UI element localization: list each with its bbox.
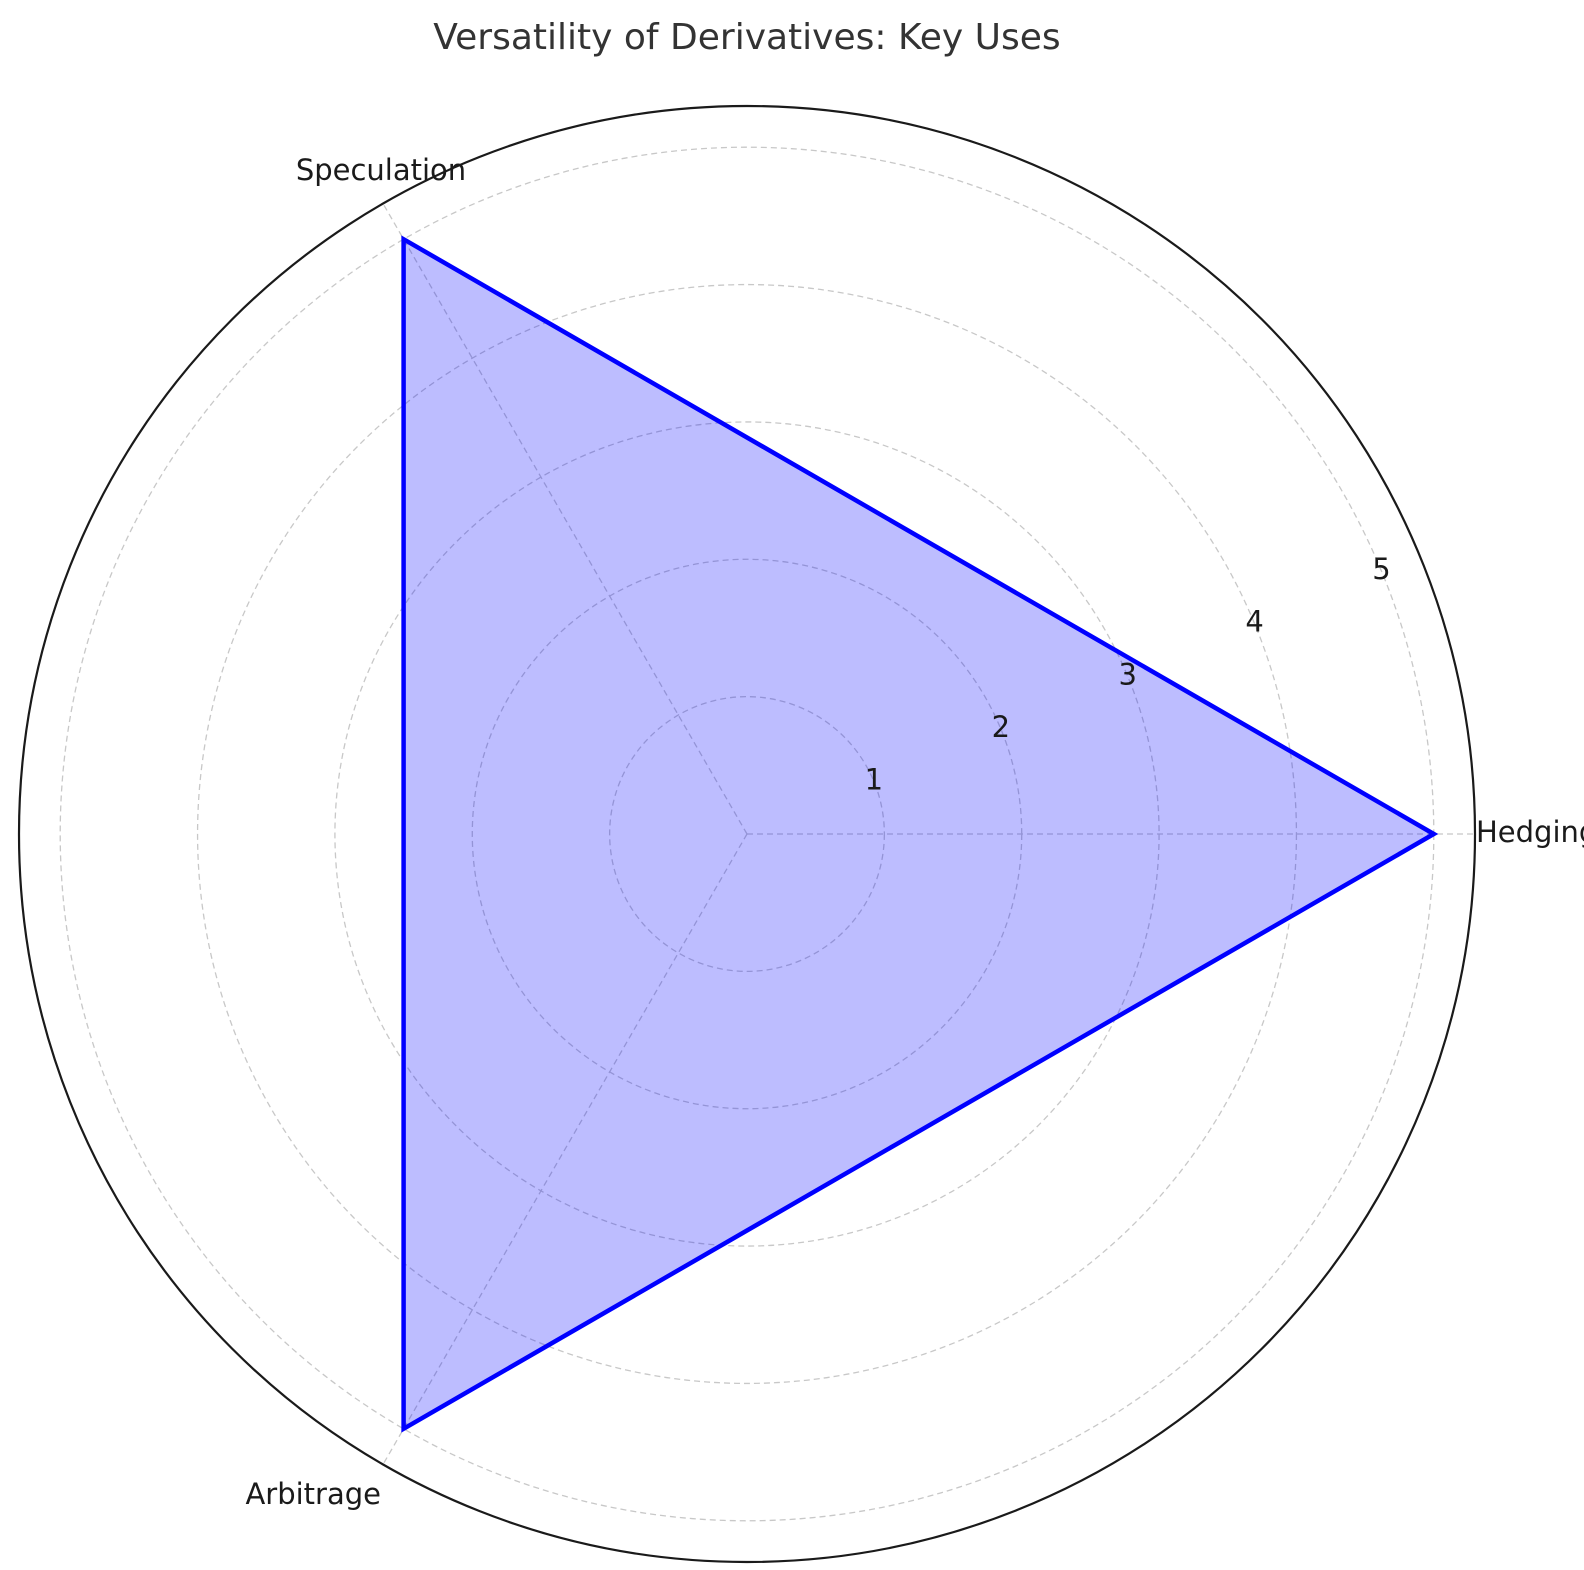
category-label-hedging: Hedging <box>1476 815 1584 849</box>
category-label-arbitrage: Arbitrage <box>245 1477 381 1511</box>
r-tick-label-4: 4 <box>1245 605 1263 639</box>
series-area-0 <box>403 239 1434 1429</box>
r-tick-label-3: 3 <box>1118 657 1136 691</box>
chart-title: Versatility of Derivatives: Key Uses <box>433 17 1060 58</box>
grid-spoke-speculation <box>382 203 748 835</box>
grid-circle-1 <box>608 695 886 973</box>
r-tick-label-5: 5 <box>1372 552 1390 586</box>
r-tick-label-1: 1 <box>865 762 883 796</box>
grid-spoke-arbitrage <box>382 833 748 1465</box>
grid-circle-4 <box>196 283 1298 1385</box>
polar-frame <box>17 104 1477 1564</box>
category-label-speculation: Speculation <box>296 153 466 187</box>
series-line-0 <box>401 235 1439 1433</box>
r-tick-label-2: 2 <box>992 710 1010 744</box>
series-layer <box>401 235 1439 1433</box>
